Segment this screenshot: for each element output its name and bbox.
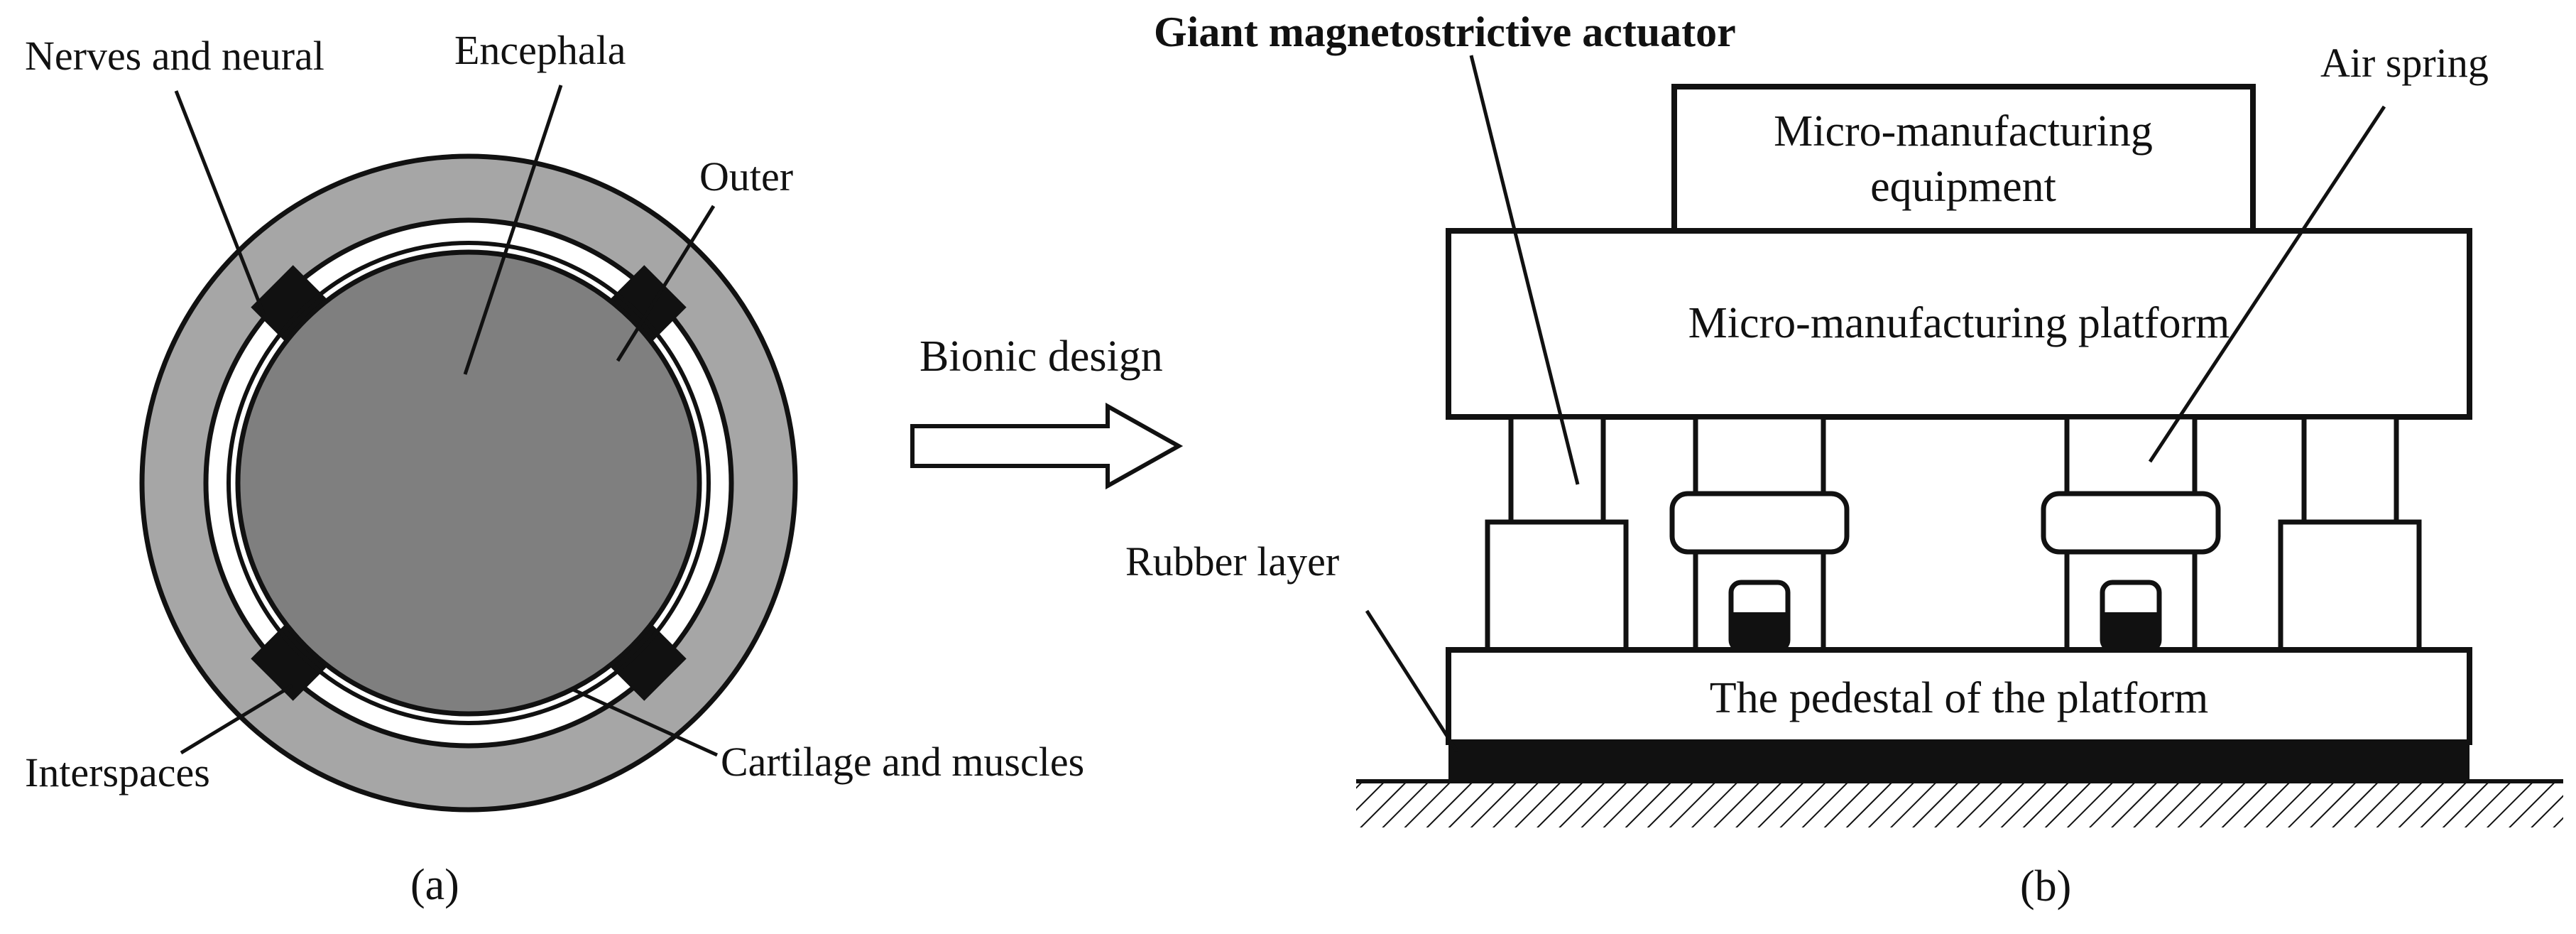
air-spring-left: [1669, 414, 1850, 653]
label-actuator: Giant magnetostrictive actuator: [1154, 9, 1736, 55]
panel-b: Micro-manufacturing equipment Micro-manu…: [1125, 9, 2563, 911]
panel-a: Nerves and neural Encephala Outer Inters…: [25, 27, 1084, 909]
label-nerves: Nerves and neural: [25, 33, 324, 79]
label-air-spring: Air spring: [2320, 40, 2489, 86]
actuator-right: [2278, 414, 2422, 653]
actuator-left-lower: [1485, 519, 1629, 653]
caption-a: (a): [410, 861, 459, 909]
actuator-left-upper: [1508, 414, 1606, 525]
label-outer: Outer: [699, 153, 793, 200]
actuator-right-lower: [2278, 519, 2422, 653]
rubber-layer: [1448, 742, 2469, 781]
leader-actuator: [1469, 55, 1580, 485]
leader-cartilage: [570, 687, 719, 757]
air-spring-right: [2041, 414, 2221, 653]
leader-interspaces: [180, 683, 294, 755]
actuator-right-upper: [2301, 414, 2399, 525]
label-cartilage: Cartilage and muscles: [721, 739, 1084, 785]
air-spring-right-valve-fill: [2105, 612, 2157, 650]
encephala-core: [235, 249, 702, 717]
caption-b: (b): [2020, 862, 2071, 911]
label-pedestal: The pedestal of the platform: [1710, 674, 2208, 722]
equipment-block: [1671, 84, 2256, 234]
label-bionic-design: Bionic design: [919, 332, 1163, 381]
leader-nerves: [174, 90, 266, 316]
label-equipment-line2: equipment: [1870, 163, 2056, 211]
actuator-left: [1485, 414, 1629, 653]
leader-encephala: [463, 85, 563, 375]
platform-block: [1446, 228, 2472, 420]
label-rubber: Rubber layer: [1125, 538, 1339, 585]
inner-ring-outline: [227, 241, 711, 725]
label-encephala: Encephala: [454, 27, 626, 73]
leader-outer: [616, 205, 716, 362]
label-equipment-line1: Micro-manufacturing: [1774, 107, 2153, 156]
air-spring-right-bulge: [2041, 491, 2221, 555]
leader-rubber: [1365, 609, 1459, 753]
air-spring-left-valve-fill: [1733, 612, 1786, 650]
bionic-arrow: Bionic design: [910, 332, 1184, 490]
label-interspaces: Interspaces: [25, 749, 210, 795]
ground-hatch: [1356, 783, 2563, 827]
air-spring-left-bulge: [1669, 491, 1850, 555]
leader-air-spring: [2148, 105, 2386, 463]
arrow-shape: [910, 402, 1184, 490]
label-platform: Micro-manufacturing platform: [1688, 299, 2230, 347]
